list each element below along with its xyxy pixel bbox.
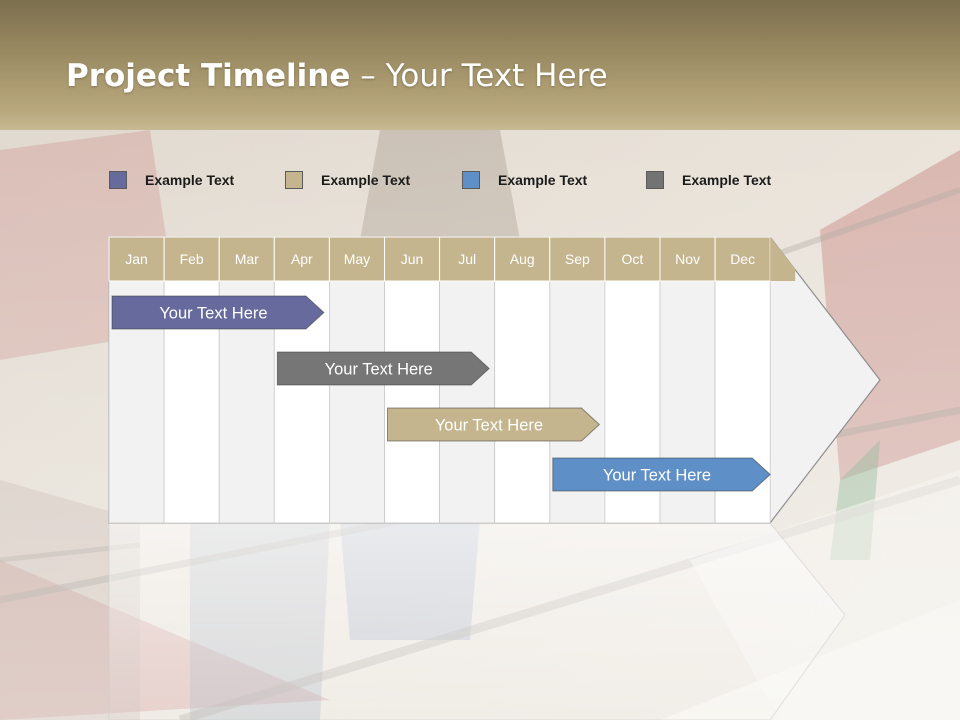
month-label-mar: Mar [235, 251, 259, 267]
task-bar-3 [387, 407, 601, 442]
month-column-aug [494, 280, 551, 524]
task-bar-2 [276, 351, 490, 386]
legend-label: Example Text [498, 172, 588, 188]
month-label-apr: Apr [291, 251, 313, 267]
month-header-jun [384, 236, 441, 282]
month-label-sep: Sep [565, 251, 590, 267]
month-label-aug: Aug [510, 251, 535, 267]
legend-label: Example Text [145, 172, 235, 188]
month-header-dec [714, 236, 771, 282]
month-label-dec: Dec [730, 251, 755, 267]
header-arrow-cap [770, 237, 796, 281]
month-column-jul [439, 280, 496, 524]
month-label-jan: Jan [125, 251, 148, 267]
task-bar-label: Your Text Here [603, 467, 711, 485]
month-header-feb [163, 236, 220, 282]
legend-swatch [462, 171, 480, 189]
task-bar-label: Your Text Here [325, 361, 433, 379]
month-label-nov: Nov [675, 251, 700, 267]
month-header-jul [439, 236, 496, 282]
month-header-jan [108, 236, 165, 282]
month-label-feb: Feb [180, 251, 204, 267]
month-header-oct [604, 236, 661, 282]
legend-swatch [109, 171, 127, 189]
title-rest: – Your Text Here [350, 58, 608, 94]
month-header-sep [549, 236, 606, 282]
month-column-may [328, 280, 385, 524]
month-label-jun: Jun [401, 251, 424, 267]
month-label-oct: Oct [622, 251, 644, 267]
month-header-mar [218, 236, 275, 282]
legend-swatch [646, 171, 664, 189]
task-bar-4 [552, 457, 771, 492]
month-label-jul: Jul [458, 251, 476, 267]
month-header-aug [494, 236, 551, 282]
task-bar-label: Your Text Here [435, 417, 543, 435]
legend-label: Example Text [682, 172, 772, 188]
page-title: Project Timeline – Your Text Here [66, 58, 608, 94]
task-bar-1 [111, 295, 325, 330]
month-header-may [328, 236, 385, 282]
month-header-apr [273, 236, 330, 282]
month-headers: Jan Feb Mar Apr May Jun Jul Aug Sep Oct Nov Dec [108, 236, 796, 282]
title-bold: Project Timeline [66, 58, 351, 94]
title-band [0, 0, 960, 130]
timeline-reflection [108, 522, 846, 720]
month-label-may: May [344, 251, 370, 267]
legend-label: Example Text [321, 172, 411, 188]
month-column-jun [384, 280, 440, 524]
legend-swatch [285, 171, 303, 189]
task-bar-label: Your Text Here [159, 305, 267, 323]
